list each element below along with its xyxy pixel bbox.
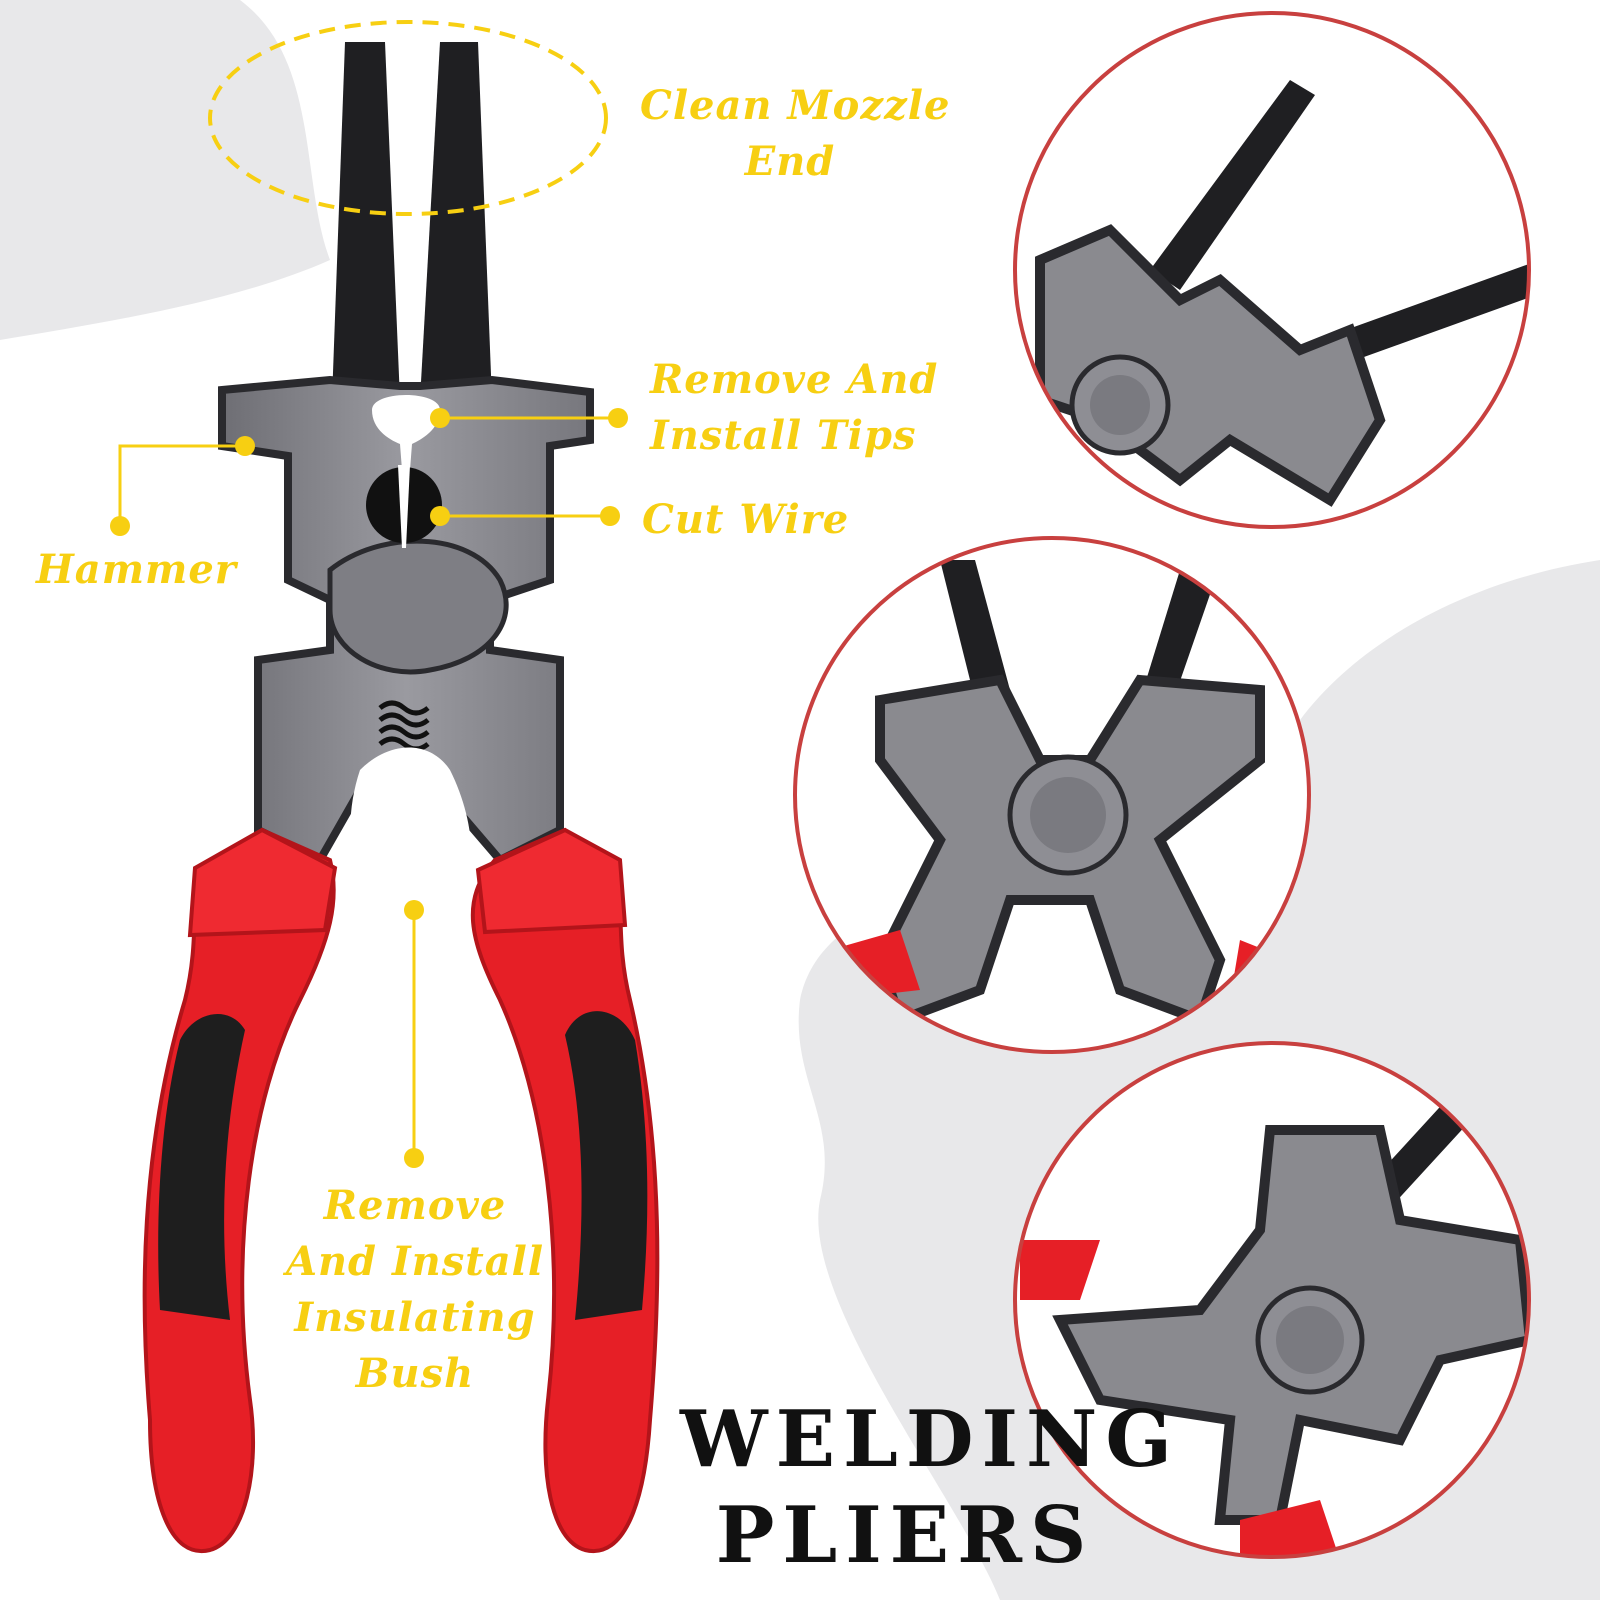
label-hammer: Hammer: [36, 542, 237, 598]
detail-circle-3: [1013, 1041, 1531, 1559]
label-cut-wire-text: Cut Wire: [642, 496, 850, 543]
label-remove-install-tips: Remove And Install Tips: [650, 352, 938, 464]
nozzle-dashed-ellipse: [208, 20, 608, 216]
left-jaw: [332, 42, 400, 400]
handle-gap: [350, 747, 472, 930]
label-clean-nozzle-end: Clean Mozzle End: [640, 78, 951, 190]
detail-circle-2: [793, 536, 1311, 1054]
label-clean-nozzle-line2: End: [744, 138, 836, 185]
detail-circle-1: [1013, 11, 1531, 529]
right-handle-grip: [565, 1011, 648, 1320]
label-bush-line2: And Install: [285, 1238, 545, 1285]
product-title: WELDING PLIERS: [680, 1392, 1180, 1584]
spring: [378, 700, 430, 752]
label-tips-line1: Remove And: [650, 356, 939, 403]
tip-slot: [372, 395, 440, 470]
left-handle: [142, 827, 336, 1554]
label-bush-line3: Insulating: [294, 1294, 536, 1341]
pivot-joint: [327, 538, 509, 675]
right-handle-flange: [475, 827, 628, 935]
product-title-line1: WELDING: [680, 1394, 1180, 1485]
cut-wire-slot: [398, 465, 410, 548]
callouts: [110, 20, 628, 1168]
left-handle-grip: [158, 1013, 245, 1320]
label-clean-nozzle-line1: Clean Mozzle: [640, 82, 951, 129]
product-title-line2: PLIERS: [715, 1490, 1095, 1581]
label-bush-line1: Remove: [323, 1182, 507, 1229]
right-jaw: [420, 42, 492, 400]
label-insulating-bush: Remove And Install Insulating Bush: [280, 1178, 550, 1402]
background-blob-top-left: [0, 0, 330, 340]
left-handle-flange: [187, 827, 338, 938]
pliers-main: [142, 42, 660, 1554]
right-handle: [470, 827, 660, 1554]
label-tips-line2: Install Tips: [650, 412, 917, 459]
label-cut-wire: Cut Wire: [642, 492, 849, 548]
label-hammer-text: Hammer: [36, 546, 237, 593]
label-bush-line4: Bush: [355, 1350, 475, 1397]
